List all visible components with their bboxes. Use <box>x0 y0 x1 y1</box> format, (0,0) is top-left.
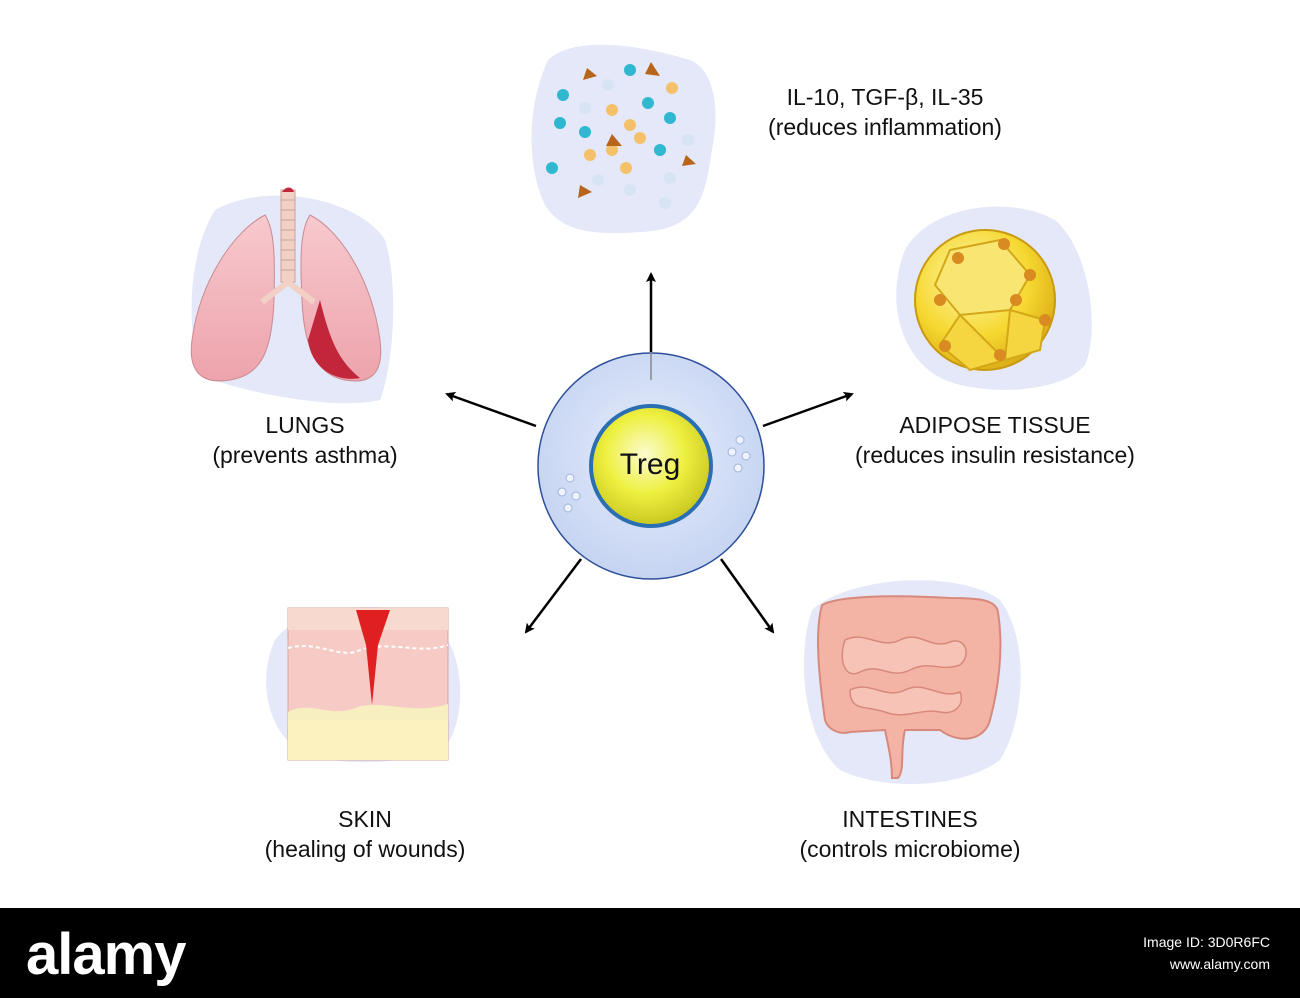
diagram-canvas <box>190 44 1092 784</box>
adipose-label-line1: ADIPOSE TISSUE <box>899 412 1091 438</box>
treg-cell <box>537 352 765 580</box>
watermark-footer <box>0 908 1300 998</box>
cytokines-label-line2: (reduces inflammation) <box>768 114 1002 140</box>
treg-label: Treg <box>619 448 681 481</box>
cytokines-label-line1: IL-10, TGF-β, IL-35 <box>786 84 984 110</box>
skin-label: SKIN (healing of wounds) <box>200 804 530 864</box>
arrow-to-intestines <box>719 558 775 634</box>
cytokines-label: IL-10, TGF-β, IL-35 (reduces inflammatio… <box>700 82 1070 142</box>
skin-label-line2: (healing of wounds) <box>264 836 466 862</box>
diagram-svg <box>190 44 1092 784</box>
site-url-text: www.alamy.com <box>1169 956 1270 972</box>
skin-illustration <box>266 607 461 763</box>
skin-label-line1: SKIN <box>338 806 392 832</box>
adipose-label-line2: (reduces insulin resistance) <box>855 442 1135 468</box>
arrow-to-lungs <box>445 392 537 428</box>
intestines-label: INTESTINES (controls microbiome) <box>730 804 1090 864</box>
cytokines-illustration <box>531 44 716 234</box>
lungs-illustration <box>190 187 394 404</box>
arrow-to-adipose <box>762 392 854 428</box>
lungs-label-line2: (prevents asthma) <box>212 442 398 468</box>
arrow-to-skin <box>524 558 582 634</box>
alamy-logo: alamy <box>26 922 186 987</box>
image-id-text: Image ID: 3D0R6FC <box>1143 934 1270 950</box>
adipose-label: ADIPOSE TISSUE (reduces insulin resistan… <box>795 410 1195 470</box>
adipose-illustration <box>896 206 1092 390</box>
lungs-label: LUNGS (prevents asthma) <box>140 410 470 470</box>
intestines-label-line2: (controls microbiome) <box>799 836 1021 862</box>
intestines-illustration <box>803 580 1021 784</box>
intestines-label-line1: INTESTINES <box>842 806 978 832</box>
lungs-label-line1: LUNGS <box>265 412 345 438</box>
